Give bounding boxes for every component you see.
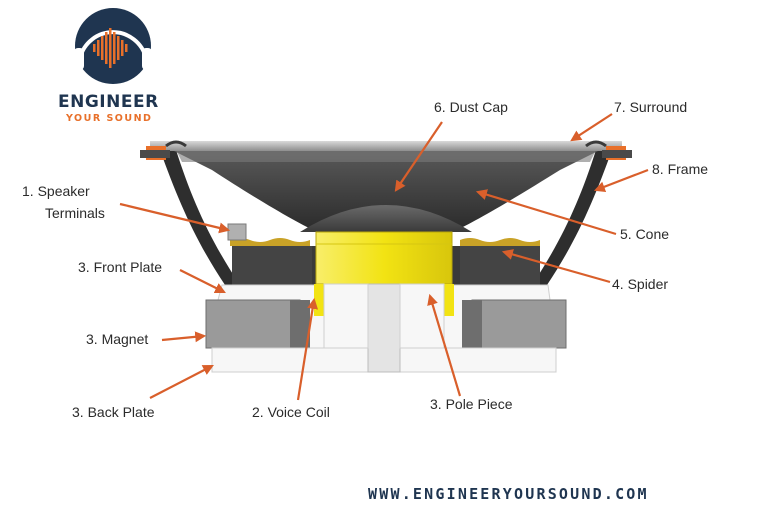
label-voice-coil: 2. Voice Coil: [252, 404, 330, 420]
website-url[interactable]: WWW.ENGINEERYOURSOUND.COM: [368, 485, 649, 503]
arrow-cone: [475, 189, 617, 236]
arrow-back-plate: [149, 364, 214, 399]
pole-piece: [367, 283, 401, 373]
label-frame: 8. Frame: [652, 161, 709, 177]
logo-headphones-icon: [74, 8, 152, 84]
arrow-voice-coil: [296, 297, 319, 401]
arrow-pole-piece: [427, 293, 462, 397]
arrow-frame: [593, 168, 649, 192]
label-magnet: 3. Magnet: [86, 331, 149, 347]
label-back-plate: 3. Back Plate: [72, 404, 155, 420]
arrow-spider: [501, 249, 611, 284]
label-spider: 4. Spider: [612, 276, 669, 292]
label-speaker-terminals-line1: 1. Speaker: [22, 183, 90, 199]
arrow-speaker-terminals: [119, 202, 231, 234]
label-cone: 5. Cone: [620, 226, 670, 242]
arrow-magnet: [161, 331, 207, 343]
dust-cap: [300, 205, 472, 232]
label-speaker-terminals-line2: Terminals: [45, 205, 105, 221]
cone: [172, 150, 600, 232]
label-pole-piece: 3. Pole Piece: [430, 396, 513, 412]
label-surround: 7. Surround: [614, 99, 688, 115]
logo-subtitle: YOUR SOUND: [66, 113, 153, 124]
label-dust-cap: 6. Dust Cap: [434, 99, 508, 115]
spider: [230, 238, 540, 246]
arrow-dust-cap: [394, 121, 443, 192]
arrow-surround: [570, 113, 613, 142]
frame: [160, 150, 612, 285]
label-front-plate: 3. Front Plate: [78, 259, 163, 275]
arrow-front-plate: [179, 269, 226, 293]
callout-arrows: [119, 113, 649, 401]
logo-title: ENGINEER: [58, 92, 159, 112]
speaker-terminals: [227, 223, 247, 241]
surround: [140, 140, 632, 160]
magnet: [205, 299, 567, 349]
